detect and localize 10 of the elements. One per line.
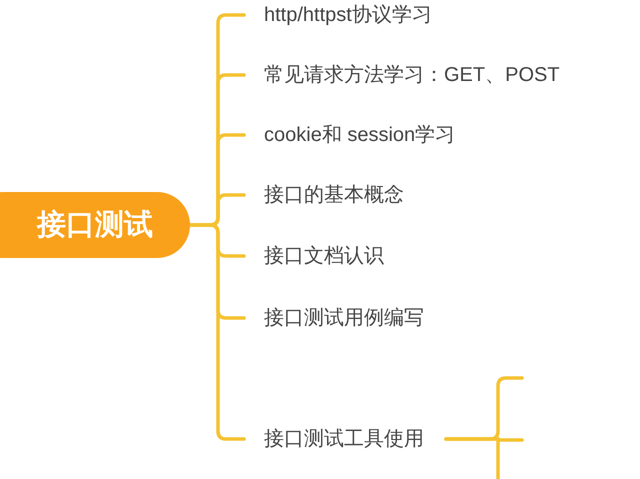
branch-text: cookie和 session学习 — [244, 122, 456, 148]
branch-text: 接口测试用例编写 — [244, 305, 424, 331]
branch-text: 常见请求方法学习：GET、POST — [244, 62, 560, 88]
topic-pill: 接口测试 — [0, 192, 190, 258]
branch-text: 接口的基本概念 — [244, 182, 404, 208]
branch-text: 接口文档认识 — [244, 243, 384, 269]
branch-text: http/httpst协议学习 — [244, 2, 432, 28]
connector-line — [444, 437, 500, 479]
branch-text: 接口测试工具使用 — [244, 426, 424, 452]
connector-line — [188, 223, 246, 441]
